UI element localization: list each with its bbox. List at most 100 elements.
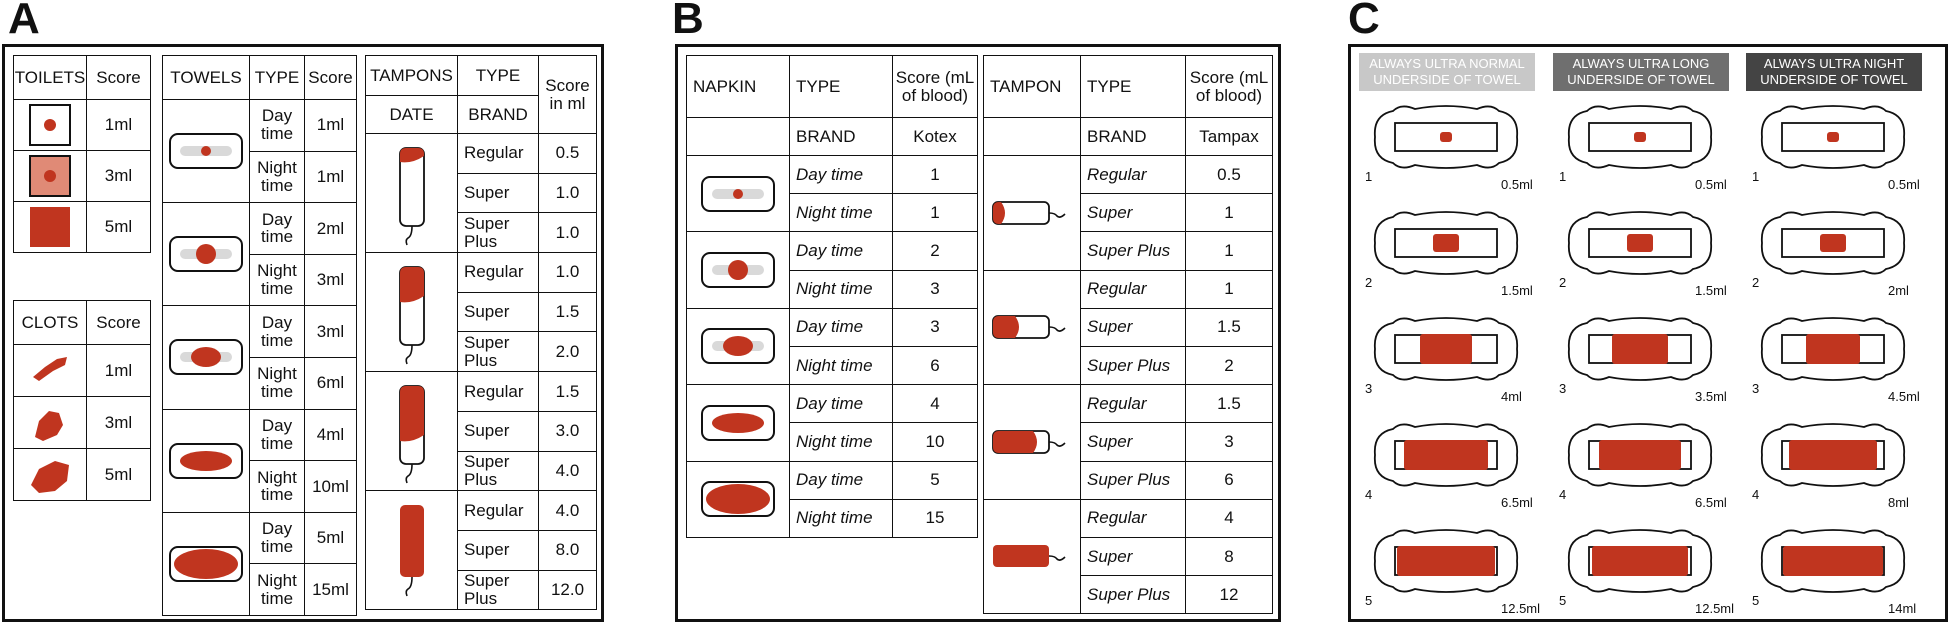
napkin-score: 10 xyxy=(892,422,978,462)
tampon-type: Super Plus xyxy=(457,450,539,492)
tampon-type: Super xyxy=(457,172,539,214)
item-number: 2 xyxy=(1752,275,1760,290)
item-volume: 1.5ml xyxy=(1695,283,1727,298)
napkin-type-header: TYPE xyxy=(789,55,893,118)
napkin-brand-header: BRAND xyxy=(789,117,893,156)
tampon-score: 4 xyxy=(1185,498,1273,538)
panel-c: ALWAYS ULTRA NORMAL UNDERSIDE OF TOWEL 1 0… xyxy=(1348,44,1948,622)
towel-type: Day time xyxy=(249,511,305,565)
napkin-type: Night time xyxy=(789,269,893,309)
tampon-type: Regular xyxy=(457,252,539,293)
toilet-full-icon xyxy=(30,207,70,247)
item-number: 3 xyxy=(1365,381,1373,396)
toilet-score: 1ml xyxy=(86,99,151,151)
item-number: 1 xyxy=(1559,169,1567,184)
tampon-type: Regular xyxy=(1080,154,1186,195)
tampon-score: 3 xyxy=(1185,422,1273,462)
tampon-score: 1.5 xyxy=(1185,384,1273,424)
tampon-type: Super Plus xyxy=(1080,575,1186,615)
clot-score: 3ml xyxy=(86,396,151,449)
tampon-icon xyxy=(992,200,1066,225)
tampon-score: 2 xyxy=(1185,345,1273,386)
panel-letter-a: A xyxy=(8,0,40,43)
tampon-type: Super xyxy=(1080,307,1186,347)
tampon-score: 2.0 xyxy=(538,331,597,373)
towel-icon xyxy=(169,236,243,273)
towel-score: 10ml xyxy=(304,460,357,513)
clots-header: CLOTS xyxy=(13,300,87,345)
napkin-type: Day time xyxy=(789,154,893,195)
towel-underside-icon xyxy=(1567,211,1713,275)
napkin-icon-cell xyxy=(686,154,790,233)
column-title: ALWAYS ULTRA NIGHT UNDERSIDE OF TOWEL xyxy=(1746,53,1922,91)
toilet-score: 5ml xyxy=(86,201,151,253)
tampon-type: Super xyxy=(1080,536,1186,577)
towel-icon-cell xyxy=(162,202,250,307)
item-number: 3 xyxy=(1559,381,1567,396)
towel-icon xyxy=(169,133,243,170)
toilet-icon-cell xyxy=(13,99,87,151)
napkin-score: 6 xyxy=(892,345,978,386)
table-row: 1ml xyxy=(13,99,151,151)
napkin-type: Day time xyxy=(789,384,893,424)
napkin-score: 3 xyxy=(892,269,978,309)
table-row: 3ml xyxy=(13,396,151,449)
napkin-header: NAPKIN xyxy=(686,55,790,118)
item-volume: 6.5ml xyxy=(1501,495,1533,510)
towels-score-header: Score xyxy=(304,55,357,100)
towel-underside-icon xyxy=(1373,423,1519,487)
towel-underside-icon xyxy=(1567,105,1713,169)
tampon-score: 0.5 xyxy=(538,133,597,174)
towel-type: Night time xyxy=(249,253,305,307)
table-row: 5ml xyxy=(13,448,151,501)
towel-underside-icon xyxy=(1373,105,1519,169)
napkin-type: Night time xyxy=(789,345,893,386)
napkin-icon xyxy=(701,328,775,365)
tampon-icon-cell xyxy=(365,371,458,492)
item-number: 2 xyxy=(1559,275,1567,290)
tampon-score: 12 xyxy=(1185,575,1273,615)
towel-icon-cell xyxy=(162,305,250,410)
towel-underside-icon xyxy=(1373,317,1519,381)
tampons-brand-header: BRAND xyxy=(457,95,539,134)
item-volume: 0.5ml xyxy=(1888,177,1920,192)
tampon-icon-cell xyxy=(365,490,458,611)
tampon-type: Super Plus xyxy=(457,331,539,373)
towel-underside-icon xyxy=(1760,105,1906,169)
column-title: ALWAYS ULTRA NORMAL UNDERSIDE OF TOWEL xyxy=(1359,53,1535,91)
item-volume: 6.5ml xyxy=(1695,495,1727,510)
tampon-type: Super Plus xyxy=(457,569,539,611)
towel-icon xyxy=(169,545,243,582)
tampon-score: 4.0 xyxy=(538,490,597,531)
towel-underside-icon xyxy=(1760,529,1906,593)
tampons-type-header: TYPE xyxy=(457,55,539,96)
tampon-score: 1.0 xyxy=(538,212,597,254)
tampon-score: 3.0 xyxy=(538,410,597,452)
towel-icon xyxy=(169,339,243,376)
tampon-type: Super Plus xyxy=(457,212,539,254)
tampon-score-header: Score (mL of blood) xyxy=(1185,55,1273,118)
toilets-header: TOILETS xyxy=(13,55,87,100)
toilet-icon-cell xyxy=(13,150,87,202)
napkin-icon xyxy=(701,481,775,518)
towel-type: Night time xyxy=(249,460,305,513)
panel-letter-c: C xyxy=(1348,0,1380,43)
tampon-type: Regular xyxy=(1080,498,1186,538)
